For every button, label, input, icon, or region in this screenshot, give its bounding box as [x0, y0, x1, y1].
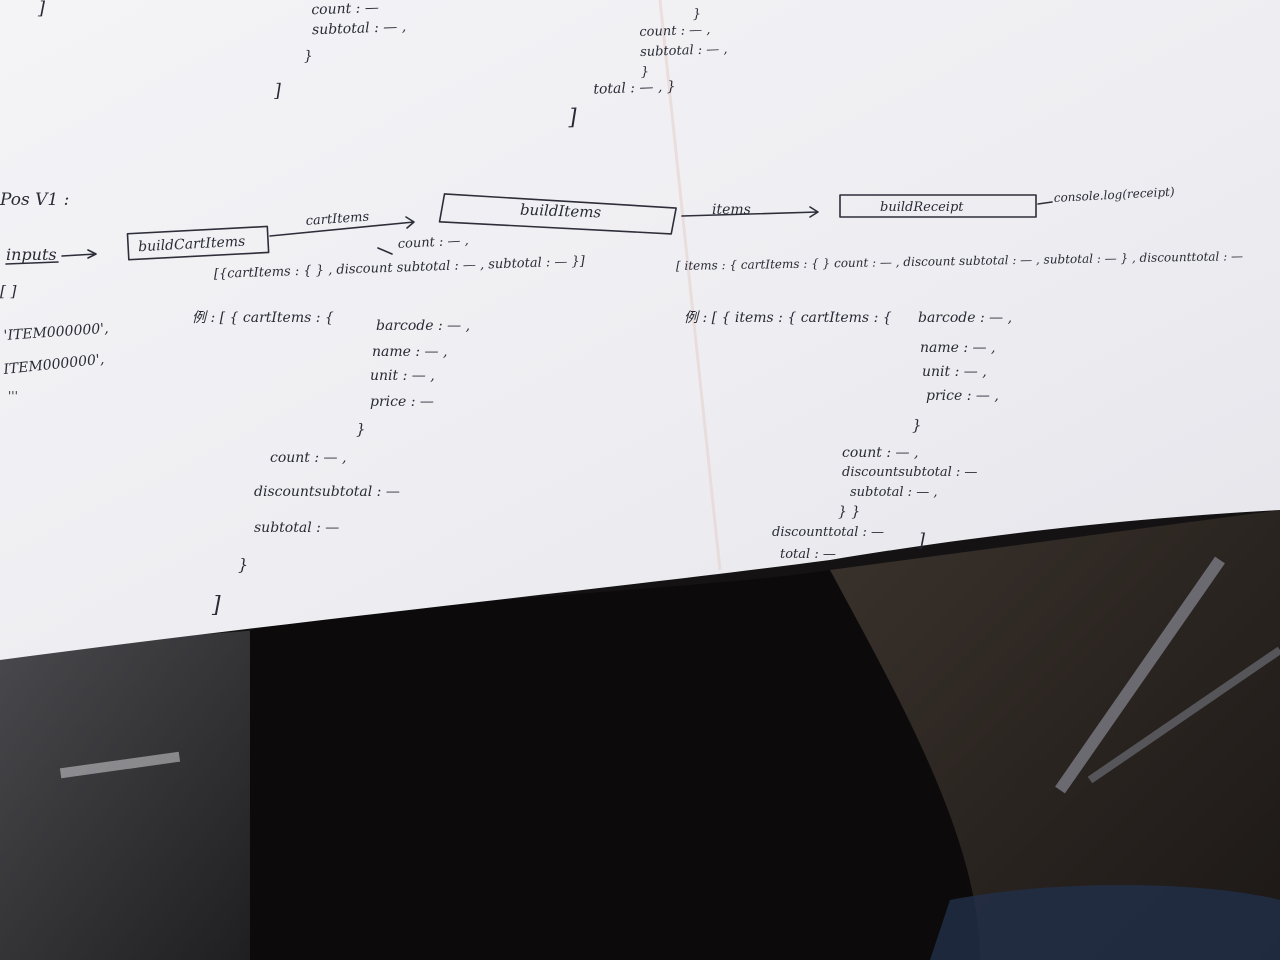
top-corner-bracket: ] [37, 0, 46, 19]
step-build-items: buildItems [520, 201, 602, 222]
top-mid-close-bracket: ] [567, 105, 578, 130]
chair-leg-2 [1087, 646, 1280, 784]
paper-fold [658, 0, 722, 571]
cart-items-subtotal: subtotal : — [254, 520, 339, 536]
left-floor [0, 630, 260, 960]
items-field-price: price : — , [926, 388, 999, 404]
cart-items-discountsubtotal: discountsubtotal : — [254, 484, 400, 500]
top-mid-close-brace: } [641, 65, 650, 80]
arrow1-label: cartItems [305, 210, 370, 229]
count-note-arrow [377, 247, 393, 255]
cart-items-field-barcode: barcode : — , [376, 318, 470, 334]
step-build-receipt: buildReceipt [880, 200, 964, 215]
items-field-name: name : — , [920, 340, 995, 356]
items-example-prefix: 例 : [ { items : { cartItems : { [684, 310, 892, 326]
section-title: Pos V1 : [0, 190, 69, 210]
top-left-close-brace: } [304, 48, 313, 64]
inputs-array: [ ] [0, 282, 17, 300]
arrow1 [269, 216, 415, 237]
floor-light-reflection [59, 751, 181, 779]
inputs-arrow [61, 249, 97, 259]
top-mid-close-brace-top: } [693, 7, 702, 22]
top-left-count: count : — [311, 0, 379, 18]
step-build-cart-items-box [126, 225, 270, 261]
blue-fabric [930, 885, 1280, 960]
inputs-underline [5, 261, 59, 265]
step-build-items-box [438, 193, 677, 235]
arrow2 [681, 206, 819, 218]
output-label: console.log(receipt) [1053, 185, 1175, 205]
items-inner-close: } [912, 416, 922, 434]
items-discountsubtotal: discountsubtotal : — [842, 465, 977, 480]
items-total: total : — [780, 547, 836, 562]
inputs-item-1: 'ITEM000000', [3, 321, 109, 344]
inputs-label: inputs [6, 245, 57, 264]
top-left-close-bracket: ] [273, 80, 283, 101]
items-field-barcode: barcode : — , [918, 310, 1012, 326]
cart-items-field-name: name : — , [372, 344, 447, 360]
items-count: count : — , [842, 445, 918, 461]
cart-items-array-close: ] [211, 593, 221, 618]
cart-items-example-prefix: 例 : [ { cartItems : { [192, 310, 334, 326]
step-build-receipt-box [839, 194, 1037, 218]
cart-items-count-note: count : — , [397, 233, 469, 252]
items-discounttotal: discounttotal : — [772, 525, 884, 540]
paper-sheet [0, 0, 1280, 660]
items-subtotal: subtotal : — , [850, 485, 937, 500]
cart-items-count: count : — , [270, 450, 346, 466]
items-items-close: } } [838, 504, 860, 520]
cart-items-field-price: price : — [370, 394, 434, 410]
items-array-close: ] [917, 530, 926, 551]
step-build-cart-items: buildCartItems [138, 234, 246, 256]
top-left-subtotal: subtotal : — , [312, 19, 407, 38]
cart-items-field-unit: unit : — , [370, 368, 435, 384]
top-mid-subtotal: subtotal : — , [640, 42, 728, 60]
dark-fabric [250, 570, 980, 960]
top-mid-total: total : — , } [593, 79, 676, 98]
receipt-link [1037, 201, 1053, 205]
inputs-item-3: ''' [8, 389, 18, 403]
items-field-unit: unit : — , [922, 364, 987, 380]
cart-items-inner-close: } [356, 420, 366, 438]
chair-leg [1055, 556, 1225, 794]
top-mid-count: count : — , [639, 23, 710, 40]
cart-items-outer-close: } [238, 555, 248, 574]
